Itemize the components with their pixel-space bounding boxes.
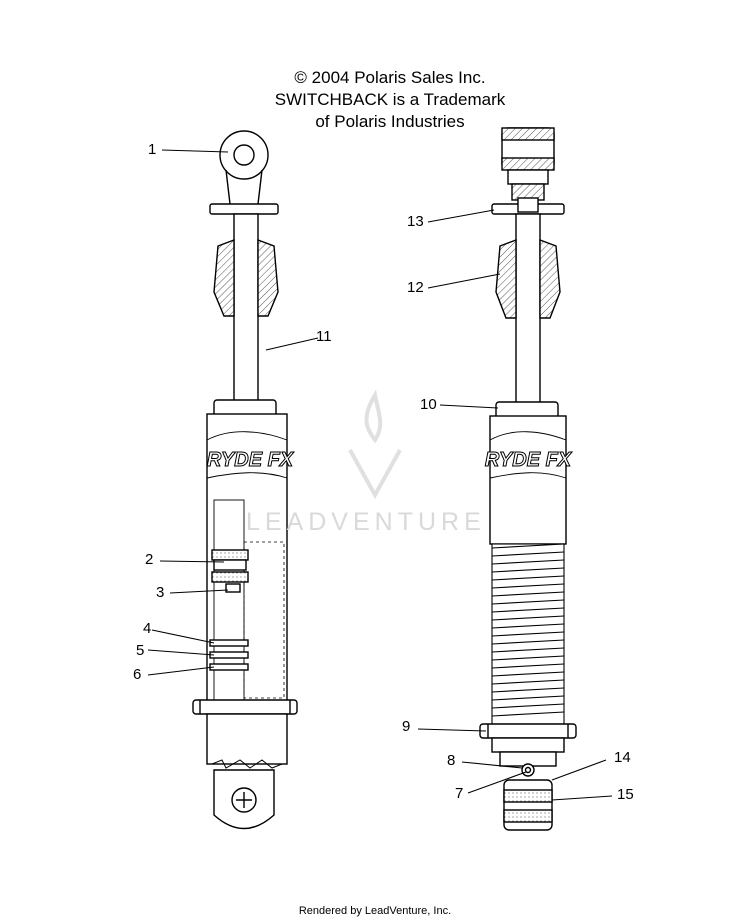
copyright-line: © 2004 Polaris Sales Inc. xyxy=(294,68,486,87)
right-bump-stop xyxy=(495,238,517,319)
svg-text:RYDE FX: RYDE FX xyxy=(207,449,295,471)
callout-15: 15 xyxy=(617,786,634,803)
right-collar xyxy=(479,723,577,739)
left-top-eyelet xyxy=(219,130,269,180)
right-spring xyxy=(491,543,565,725)
right-bolt xyxy=(521,763,535,777)
callout-4: 4 xyxy=(143,620,152,637)
callout-11: 11 xyxy=(316,328,332,345)
left-shock: RYDE FX xyxy=(192,130,298,830)
callout-2: 2 xyxy=(145,551,154,568)
trademark-line: SWITCHBACK is a Trademark xyxy=(274,90,506,109)
callout-14: 14 xyxy=(614,749,631,766)
callout-1: 1 xyxy=(148,141,157,158)
left-shaft xyxy=(233,213,259,409)
right-shaft xyxy=(515,213,541,409)
svg-text:RYDE FX: RYDE FX xyxy=(485,449,573,471)
leader-lines xyxy=(147,149,613,801)
callout-7: 7 xyxy=(455,785,464,802)
right-shock: RYDE FX xyxy=(479,127,577,831)
left-washer xyxy=(209,203,279,215)
callout-13: 13 xyxy=(407,213,424,230)
watermark-logo xyxy=(348,389,402,500)
callout-3: 3 xyxy=(156,584,165,601)
watermark-text: LEADVENTURE xyxy=(246,508,486,536)
callout-12: 12 xyxy=(407,279,424,296)
callout-9: 9 xyxy=(402,718,411,735)
callout-5: 5 xyxy=(136,642,145,659)
trademark-owner-line: of Polaris Industries xyxy=(315,112,465,131)
callout-6: 6 xyxy=(133,666,142,683)
left-collar xyxy=(192,699,298,715)
right-body xyxy=(489,415,567,545)
callout-10: 10 xyxy=(420,396,437,413)
callout-8: 8 xyxy=(447,752,456,769)
footer-credit: Rendered by LeadVenture, Inc. xyxy=(298,905,452,917)
left-bump-stop xyxy=(213,238,235,317)
